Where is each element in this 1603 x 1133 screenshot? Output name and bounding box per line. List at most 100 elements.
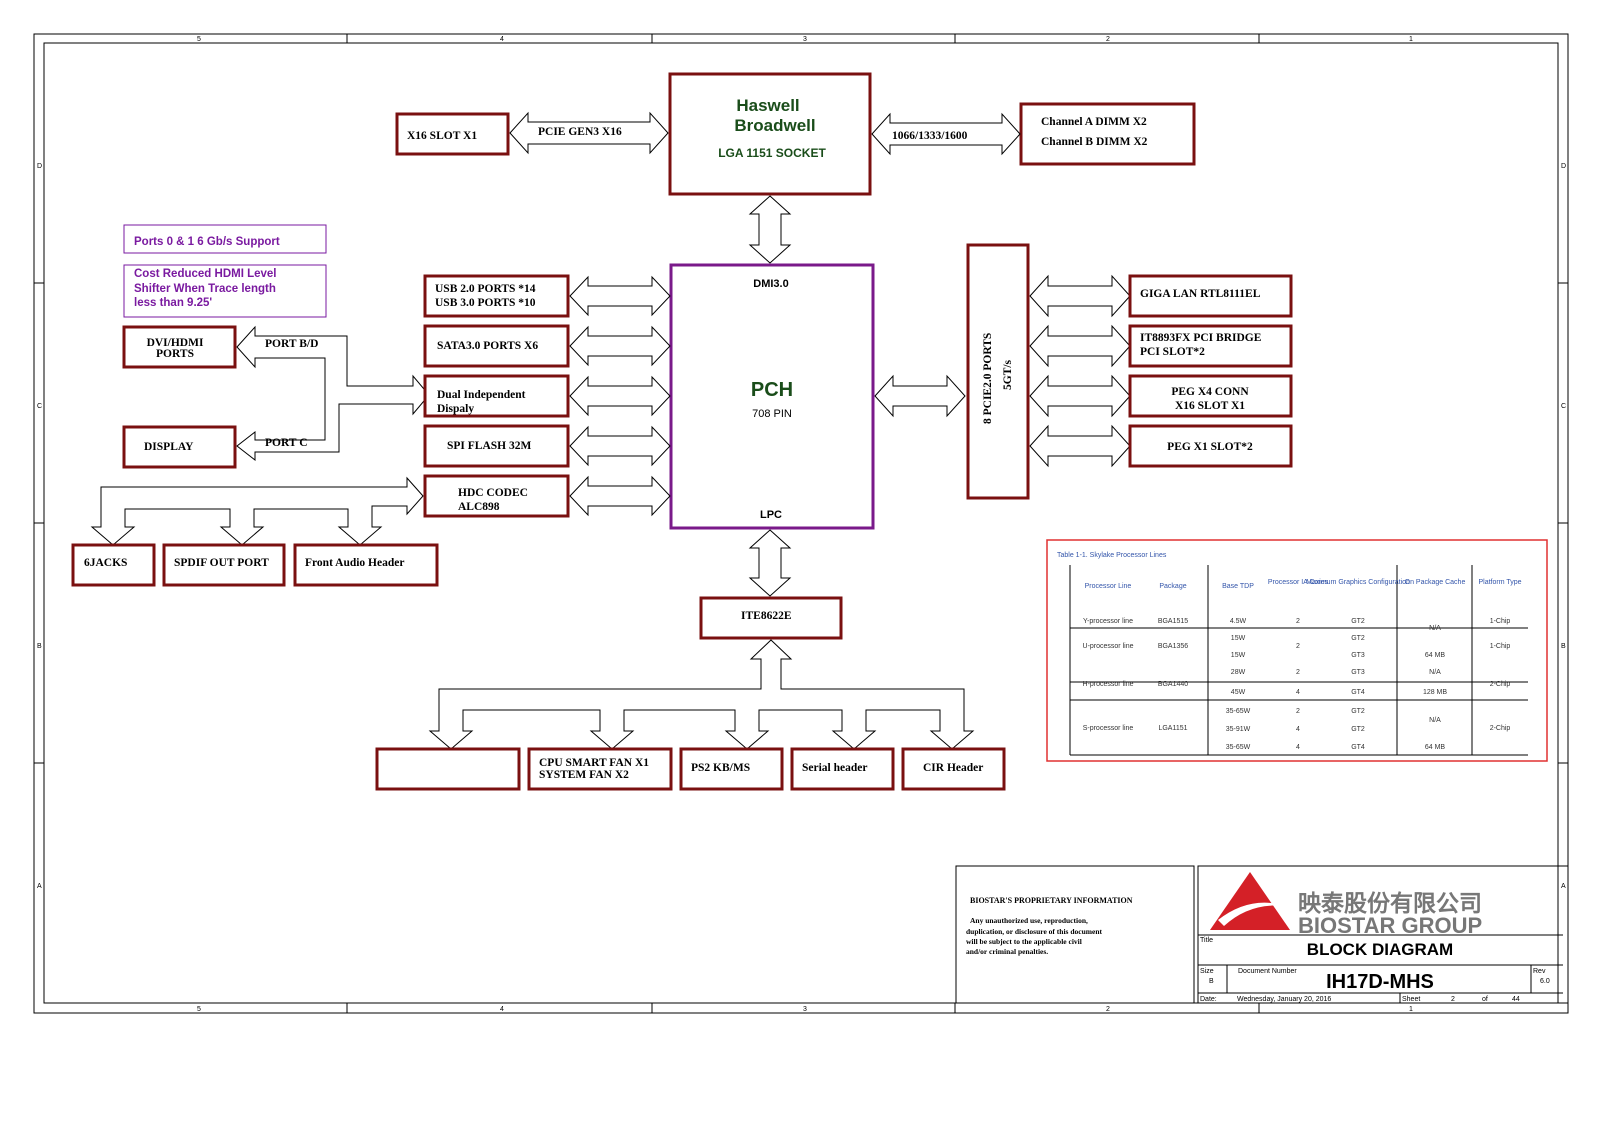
svg-text:C: C — [37, 403, 42, 410]
peg-x4-block: PEG X4 CONN X16 SLOT X1 — [1128, 374, 1293, 418]
svg-text:2: 2 — [1296, 643, 1300, 650]
svg-text:GT2: GT2 — [1351, 708, 1365, 715]
svg-text:GIGA LAN RTL8111EL: GIGA LAN RTL8111EL — [1140, 288, 1261, 300]
dual-display-arrow — [569, 375, 671, 417]
svg-text:15W: 15W — [1231, 652, 1246, 659]
x16-slot-block: X16 SLOT X1 — [395, 112, 510, 156]
port-bd-label: PORT B/D — [265, 338, 318, 350]
svg-text:2: 2 — [1296, 618, 1300, 625]
pch-block: DMI3.0 PCH 708 PIN LPC — [669, 263, 875, 530]
svg-text:SYSTEM FAN X2: SYSTEM FAN X2 — [539, 769, 629, 781]
svg-text:Wednesday, January 20, 2016: Wednesday, January 20, 2016 — [1237, 996, 1331, 1003]
peg-x1-arrow — [1029, 424, 1131, 468]
svg-text:2: 2 — [1296, 669, 1300, 676]
svg-text:A: A — [37, 883, 42, 890]
svg-text:CPU SMART FAN X1: CPU SMART FAN X1 — [539, 757, 649, 769]
svg-text:128 MB: 128 MB — [1423, 689, 1447, 696]
svg-text:Platform Type: Platform Type — [1478, 579, 1521, 586]
svg-text:Size: Size — [1200, 968, 1214, 975]
svg-text:15W: 15W — [1231, 635, 1246, 642]
row-labels-right: D C B A — [1561, 163, 1566, 890]
svg-text:5: 5 — [197, 36, 201, 43]
peg-x4-arrow — [1029, 374, 1131, 418]
svg-text:8 PCIE2.0 PORTS: 8 PCIE2.0 PORTS — [982, 333, 994, 424]
spi-flash-arrow — [569, 425, 671, 467]
svg-text:2-Chip: 2-Chip — [1490, 681, 1511, 688]
svg-text:BGA1356: BGA1356 — [1158, 643, 1188, 650]
svg-text:4: 4 — [500, 1006, 504, 1013]
svg-text:LGA 1151 SOCKET: LGA 1151 SOCKET — [718, 146, 826, 160]
svg-text:4: 4 — [1296, 726, 1300, 733]
svg-text:Front Audio Header: Front Audio Header — [305, 557, 404, 569]
biostar-logo: 映泰股份有限公司 BIOSTAR GROUP — [1210, 872, 1482, 938]
hdc-codec-block: HDC CODEC ALC898 — [423, 474, 570, 518]
processor-lines-table: Table 1-1. Skylake Processor Lines Proce… — [1046, 539, 1548, 762]
svg-text:DVI/HDMI: DVI/HDMI — [147, 337, 204, 349]
svg-text:Package: Package — [1159, 583, 1186, 590]
svg-text:35-91W: 35-91W — [1226, 726, 1251, 733]
svg-text:GT3: GT3 — [1351, 652, 1365, 659]
svg-text:Dual Independent: Dual Independent — [437, 389, 526, 401]
svg-text:N/A: N/A — [1429, 669, 1441, 676]
svg-text:GT4: GT4 — [1351, 744, 1365, 751]
svg-text:BGA1515: BGA1515 — [1158, 618, 1188, 625]
memory-arrow — [871, 112, 1021, 156]
sata-block: SATA3.0 PORTS X6 — [423, 324, 570, 368]
svg-text:B: B — [1561, 643, 1566, 650]
svg-text:708 PIN: 708 PIN — [752, 408, 792, 420]
svg-text:Serial header: Serial header — [802, 762, 867, 774]
svg-text:Base TDP: Base TDP — [1222, 583, 1254, 590]
spdif-block: SPDIF OUT PORT — [162, 543, 286, 587]
svg-text:DISPLAY: DISPLAY — [144, 441, 194, 453]
svg-text:1: 1 — [1409, 1006, 1413, 1013]
svg-text:映泰股份有限公司: 映泰股份有限公司 — [1298, 890, 1482, 916]
column-labels-bottom: 5 4 3 2 1 — [197, 1006, 1413, 1013]
pcie-gen3-label: PCIE GEN3 X16 — [538, 126, 622, 138]
svg-text:GT3: GT3 — [1351, 669, 1365, 676]
svg-text:28W: 28W — [1231, 669, 1246, 676]
pcie2-arrow — [874, 374, 966, 418]
svg-text:CIR Header: CIR Header — [923, 762, 983, 774]
svg-text:LPC: LPC — [760, 509, 782, 521]
hdc-codec-arrow — [569, 475, 671, 517]
svg-text:D: D — [37, 163, 42, 170]
svg-text:2-Chip: 2-Chip — [1490, 725, 1511, 732]
six-jacks-block: 6JACKS — [71, 543, 156, 587]
svg-text:PCI SLOT*2: PCI SLOT*2 — [1140, 346, 1205, 358]
proprietary-notice: BIOSTAR'S PROPRIETARY INFORMATION Any un… — [955, 865, 1195, 1004]
usb-block: USB 2.0 PORTS *14 USB 3.0 PORTS *10 — [423, 274, 570, 318]
svg-text:6.0: 6.0 — [1540, 978, 1550, 985]
svg-text:2: 2 — [1451, 996, 1455, 1003]
svg-text:Any unauthorized use, reproduc: Any unauthorized use, reproduction, — [970, 916, 1088, 925]
svg-text:35-65W: 35-65W — [1226, 744, 1251, 751]
svg-text:BIOSTAR'S PROPRIETARY INFORMAT: BIOSTAR'S PROPRIETARY INFORMATION — [970, 896, 1133, 905]
port-bd-arrow — [236, 325, 430, 462]
lan-arrow — [1029, 274, 1131, 318]
svg-text:of: of — [1482, 996, 1488, 1003]
dual-display-block: Dual Independent Dispaly — [423, 374, 570, 418]
column-labels-top: 5 4 3 2 1 — [197, 36, 1413, 43]
hdmi-note: Cost Reduced HDMI Level Shifter When Tra… — [123, 264, 327, 318]
svg-text:ITE8622E: ITE8622E — [741, 610, 792, 622]
svg-text:64 MB: 64 MB — [1425, 744, 1446, 751]
svg-text:B: B — [1209, 978, 1214, 985]
svg-text:H-processor line: H-processor line — [1083, 681, 1134, 688]
svg-text:4: 4 — [500, 36, 504, 43]
svg-text:PEG X1 SLOT*2: PEG X1 SLOT*2 — [1167, 441, 1253, 453]
svg-text:44: 44 — [1512, 996, 1520, 1003]
svg-text:X16 SLOT X1: X16 SLOT X1 — [1175, 400, 1245, 412]
svg-text:2: 2 — [1296, 708, 1300, 715]
pcie2-block: 8 PCIE2.0 PORTS 5GT/s — [966, 243, 1030, 500]
svg-text:USB 2.0 PORTS *14: USB 2.0 PORTS *14 — [435, 283, 536, 295]
ite-block: ITE8622E — [699, 596, 843, 640]
display-block: DISPLAY — [122, 425, 237, 469]
svg-text:Sheet: Sheet — [1402, 996, 1420, 1003]
svg-text:Document Number: Document Number — [1238, 968, 1297, 975]
svg-text:Haswell: Haswell — [736, 96, 799, 115]
svg-text:N/A: N/A — [1429, 625, 1441, 632]
svg-text:Dispaly: Dispaly — [437, 403, 474, 415]
ps2-block: PS2 KB/MS — [679, 747, 784, 791]
border-ticks — [34, 34, 1568, 1013]
svg-text:PEG X4 CONN: PEG X4 CONN — [1171, 386, 1249, 398]
